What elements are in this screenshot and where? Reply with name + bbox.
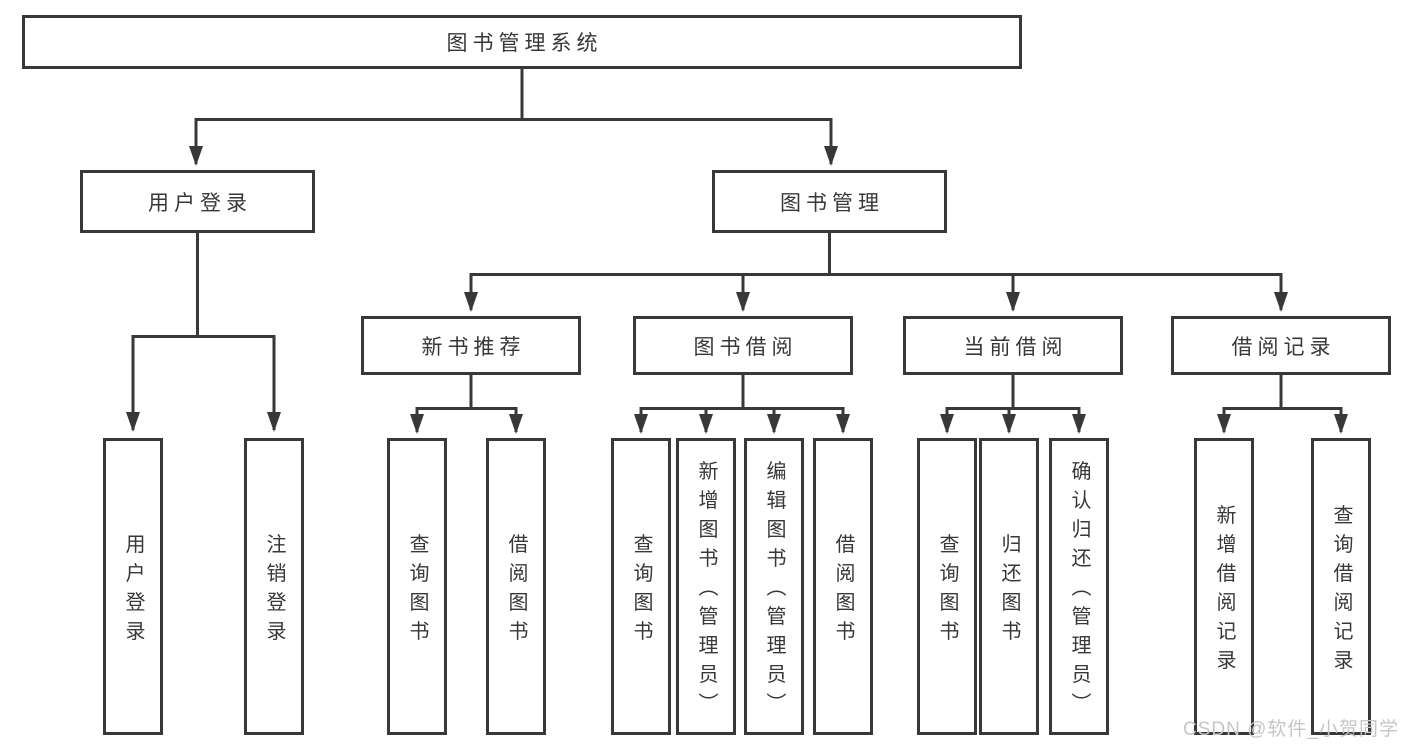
node-root-system: 图书管理系统 (22, 15, 1022, 69)
csdn-watermark: CSDN @软件_小贺同学 (1183, 719, 1399, 740)
node-current-borrowing: 当前借阅 (903, 316, 1123, 375)
leaf-label: 确认归还（管理员） (1068, 460, 1090, 722)
node-label: 新书推荐 (421, 335, 526, 359)
leaf-borrow-books-2: 借阅图书 (813, 438, 873, 735)
leaf-confirm-return-admin: 确认归还（管理员） (1049, 438, 1109, 735)
leaf-query-books-2: 查询图书 (611, 438, 671, 735)
node-book-management: 图书管理 (712, 170, 947, 233)
node-user-login: 用户登录 (80, 170, 315, 233)
node-label: 用户登录 (148, 191, 252, 215)
leaf-query-books-3: 查询图书 (917, 438, 977, 735)
leaf-label: 查询图书 (936, 533, 958, 649)
leaf-query-borrow-record: 查询借阅记录 (1311, 438, 1371, 735)
leaf-label: 注销登录 (263, 533, 285, 649)
node-label: 图书管理系统 (446, 32, 603, 55)
leaf-label: 新增借阅记录 (1213, 504, 1235, 678)
leaf-edit-books-admin: 编辑图书（管理员） (744, 438, 804, 735)
leaf-label: 借阅图书 (832, 533, 854, 649)
leaf-borrow-books-1: 借阅图书 (486, 438, 546, 735)
leaf-query-books-1: 查询图书 (387, 438, 447, 735)
node-label: 图书管理 (780, 191, 884, 215)
leaf-return-books: 归还图书 (979, 438, 1039, 735)
leaf-label: 查询图书 (406, 533, 428, 649)
leaf-add-borrow-record: 新增借阅记录 (1194, 438, 1254, 735)
leaf-label: 查询借阅记录 (1330, 504, 1352, 678)
node-new-book-recommend: 新书推荐 (361, 316, 581, 375)
leaf-label: 查询图书 (630, 533, 652, 649)
leaf-logout: 注销登录 (244, 438, 304, 735)
leaf-user-login: 用户登录 (103, 438, 163, 735)
node-borrowing-records: 借阅记录 (1171, 316, 1391, 375)
leaf-add-books-admin: 新增图书（管理员） (676, 438, 736, 735)
leaf-label: 新增图书（管理员） (695, 460, 717, 722)
node-label: 借阅记录 (1231, 335, 1336, 359)
node-label: 当前借阅 (963, 335, 1068, 359)
node-book-borrowing: 图书借阅 (633, 316, 853, 375)
leaf-label: 编辑图书（管理员） (763, 460, 785, 722)
node-label: 图书借阅 (693, 335, 798, 359)
leaf-label: 用户登录 (122, 533, 144, 649)
leaf-label: 归还图书 (998, 533, 1020, 649)
leaf-label: 借阅图书 (505, 533, 527, 649)
